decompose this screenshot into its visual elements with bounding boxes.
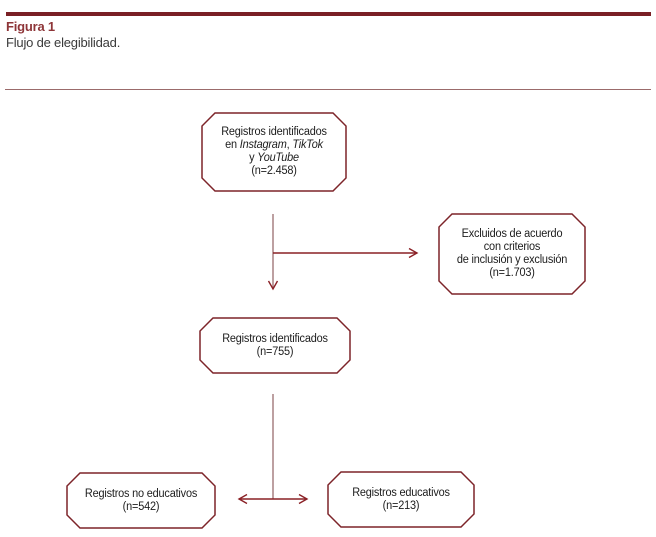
flow-box-identified: Registros identificados (n=755)	[204, 318, 347, 373]
brand-instagram: Instagram	[239, 139, 287, 151]
box-line: y YouTube	[249, 152, 299, 165]
flow-box-excluded: Excluidos de acuerdo con criterios de in…	[443, 214, 582, 294]
brand-tiktok: TikTok	[292, 139, 323, 151]
box-count: (n=213)	[382, 499, 420, 512]
flow-box-non-educational: Registros no educativos (n=542)	[71, 473, 212, 528]
figure-label: Figura 1	[6, 19, 55, 34]
flow-box-shape-educational	[327, 471, 475, 528]
top-accent-bar	[6, 12, 651, 16]
text-segment: ,	[286, 139, 293, 151]
flow-box-shape-non-educational	[66, 472, 216, 529]
figure-caption: Flujo de elegibilidad.	[6, 35, 121, 50]
box-line: Registros identificados	[222, 332, 328, 345]
flow-box-shape-identified	[199, 317, 351, 374]
box-count: (n=542)	[122, 500, 160, 513]
text-segment: en	[225, 139, 240, 151]
box-count: (n=755)	[256, 345, 294, 358]
brand-youtube: YouTube	[257, 152, 299, 164]
flow-box-identified-sources: Registros identificados en Instagram, Ti…	[206, 113, 343, 191]
flow-box-shape-excluded	[438, 213, 586, 295]
flow-box-shape-identified-sources	[201, 112, 347, 192]
box-line: en Instagram, TikTok	[225, 139, 323, 152]
box-line: de inclusión y exclusión	[456, 254, 568, 266]
box-line: Excluidos de acuerdo	[461, 228, 563, 240]
box-line: Registros identificados	[221, 126, 327, 138]
box-count: (n=2.458)	[251, 165, 297, 177]
box-line: Registros no educativos	[84, 487, 198, 500]
box-count: (n=1.703)	[489, 267, 535, 279]
flow-box-educational: Registros educativos (n=213)	[332, 472, 471, 527]
box-line: con criterios	[483, 241, 541, 253]
text-segment: y	[249, 152, 258, 164]
header-divider	[5, 89, 651, 90]
box-line: Registros educativos	[352, 486, 450, 499]
